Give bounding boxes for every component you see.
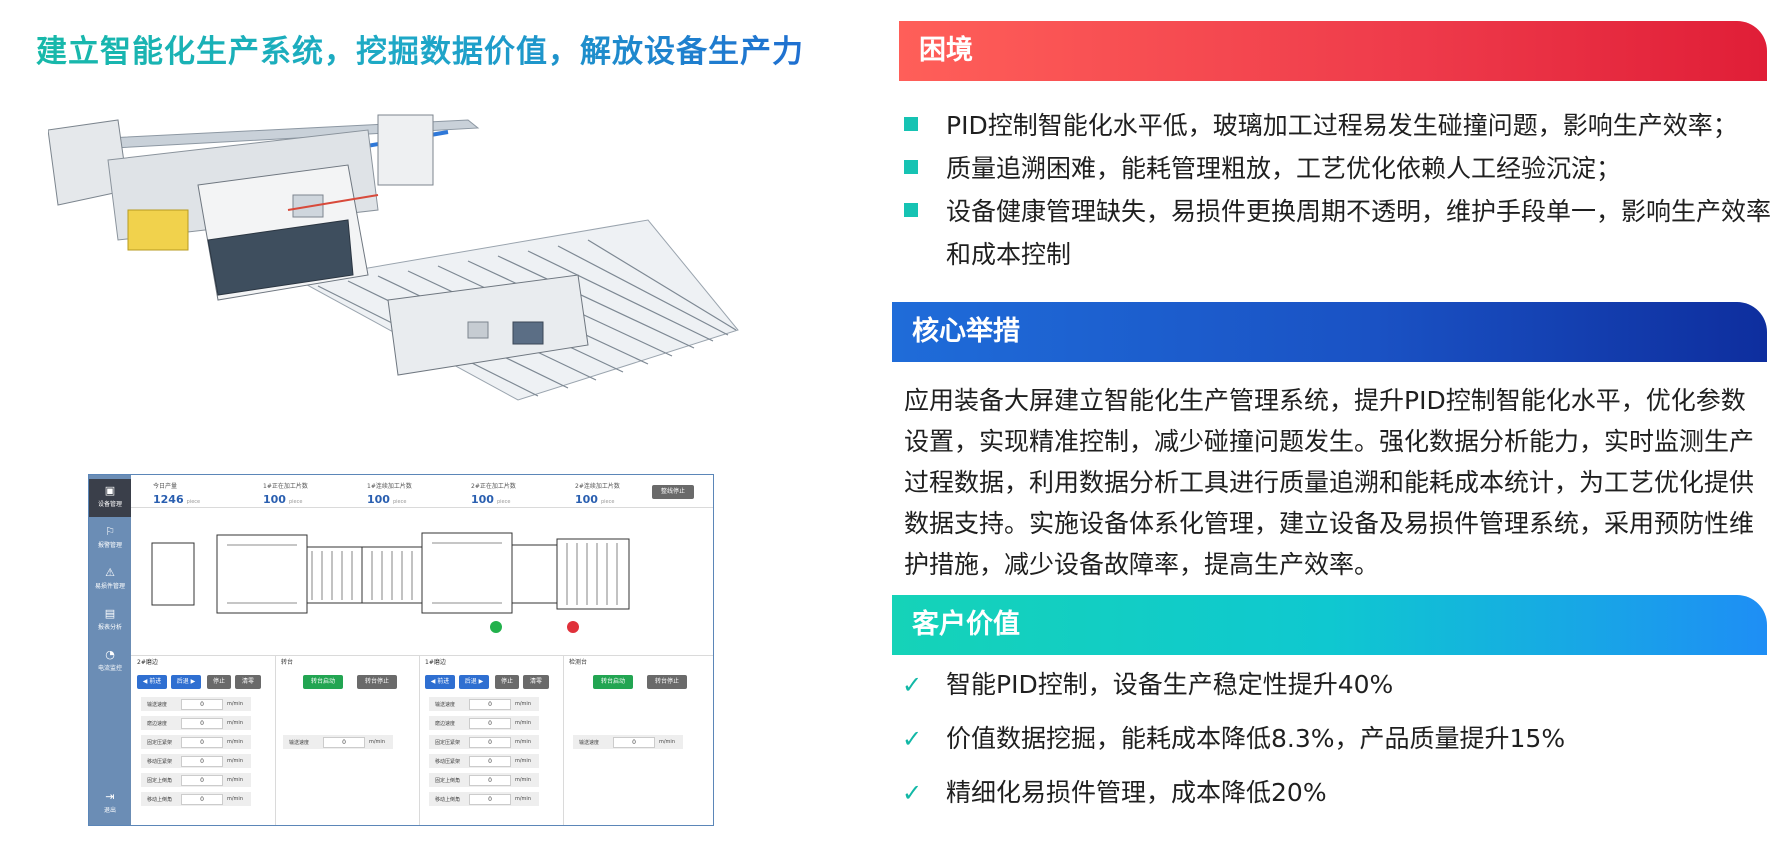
dilemma-header: 困境 (899, 21, 1767, 81)
section-turntable: 转台 (281, 659, 294, 666)
nav-wear-parts-management[interactable]: ⚠易损件管理 (94, 566, 125, 591)
turntable-stop-button[interactable]: 转台停止 (647, 675, 687, 689)
status-red-indicator (567, 621, 579, 633)
clear-button[interactable]: 清零 (235, 675, 261, 689)
param-field[interactable]: 0 (181, 737, 223, 748)
param-field[interactable]: 0 (181, 756, 223, 767)
turntable-start-button[interactable]: 转台启动 (593, 675, 633, 689)
headline: 建立智能化生产系统，挖掘数据价值，解放设备生产力 (36, 26, 804, 71)
speed-field[interactable]: 0 (323, 737, 365, 748)
status-green-indicator (490, 621, 502, 633)
glass-edging-machine-image (48, 114, 739, 401)
nav-logout[interactable]: ⇥退出 (103, 790, 116, 815)
turntable-start-button[interactable]: 转台启动 (303, 675, 343, 689)
forward-button[interactable]: ◀ 前进 (425, 675, 455, 689)
param-field[interactable]: 0 (181, 775, 223, 786)
forward-button[interactable]: ◀ 前进 (137, 675, 167, 689)
core-measures-text: 应用装备大屏建立智能化生产管理系统，提升PID控制智能化水平，优化参数设置，实现… (904, 386, 1755, 579)
stop-line-button[interactable]: 整线停止 (652, 485, 694, 499)
param-field[interactable]: 0 (181, 794, 223, 805)
param-field[interactable]: 0 (181, 718, 223, 729)
param-field[interactable]: 0 (469, 718, 511, 729)
checkmark-icon: ✓ (902, 779, 923, 807)
customer-value-header: 客户价值 (892, 595, 1767, 655)
param-field[interactable]: 0 (469, 737, 511, 748)
stop-button[interactable]: 停止 (495, 675, 519, 689)
list-item: ✓精细化易损件管理，成本降低20% (902, 778, 1327, 807)
param-field[interactable]: 0 (469, 756, 511, 767)
nav-report-analysis[interactable]: ▤报表分析 (97, 607, 122, 632)
clear-button[interactable]: 清零 (523, 675, 549, 689)
square-bullet-icon (904, 117, 918, 131)
param-field[interactable]: 0 (469, 794, 511, 805)
production-line-diagram (151, 532, 630, 633)
stop-button[interactable]: 停止 (207, 675, 231, 689)
gauge-icon: ◔ (105, 648, 115, 661)
section-inspection-table: 检测台 (569, 659, 588, 666)
list-item: ✓价值数据挖掘，能耗成本降低8.3%，产品质量提升15% (902, 724, 1566, 753)
customer-value-list: ✓智能PID控制，设备生产稳定性提升40% ✓价值数据挖掘，能耗成本降低8.3%… (902, 670, 1565, 832)
alarm-icon: ⚐ (105, 525, 115, 538)
turntable-stop-button[interactable]: 转台停止 (357, 675, 397, 689)
nav-alarm-management[interactable]: ⚐报警管理 (97, 525, 122, 550)
speed-field[interactable]: 0 (613, 737, 655, 748)
toolbox-icon: ▣ (104, 484, 116, 497)
logout-icon: ⇥ (105, 790, 115, 803)
param-field[interactable]: 0 (181, 699, 223, 710)
checkmark-icon: ✓ (902, 671, 923, 699)
square-bullet-icon (904, 203, 918, 217)
backward-button[interactable]: 后退 ▶ (171, 675, 201, 689)
core-measures-header: 核心举措 (892, 302, 1767, 362)
param-field[interactable]: 0 (469, 699, 511, 710)
list-item: 质量追溯困难，能耗管理粗放，工艺优化依赖人工经验沉淀； (902, 147, 1782, 190)
report-icon: ▤ (104, 607, 116, 620)
nav-equipment-management[interactable]: ▣设备管理 (89, 479, 131, 517)
section-2-edging: 2#磨边 (137, 659, 158, 666)
list-item: ✓智能PID控制，设备生产稳定性提升40% (902, 670, 1394, 699)
checkmark-icon: ✓ (902, 725, 923, 753)
backward-button[interactable]: 后退 ▶ (459, 675, 489, 689)
dilemma-list: PID控制智能化水平低，玻璃加工过程易发生碰撞问题，影响生产效率； 质量追溯困难… (902, 104, 1782, 276)
nav-current-monitoring[interactable]: ◔电流监控 (97, 648, 122, 673)
list-item: 设备健康管理缺失，易损件更换周期不透明，维护手段单一，影响生产效率和成本控制 (902, 190, 1782, 276)
list-item: PID控制智能化水平低，玻璃加工过程易发生碰撞问题，影响生产效率； (902, 104, 1782, 147)
section-1-edging: 1#磨边 (425, 659, 446, 666)
param-field[interactable]: 0 (469, 775, 511, 786)
warning-icon: ⚠ (105, 566, 115, 579)
square-bullet-icon (904, 160, 918, 174)
screen-sidebar: ▣设备管理 ⚐报警管理 ⚠易损件管理 ▤报表分析 ◔电流监控 ⇥退出 (89, 475, 131, 825)
